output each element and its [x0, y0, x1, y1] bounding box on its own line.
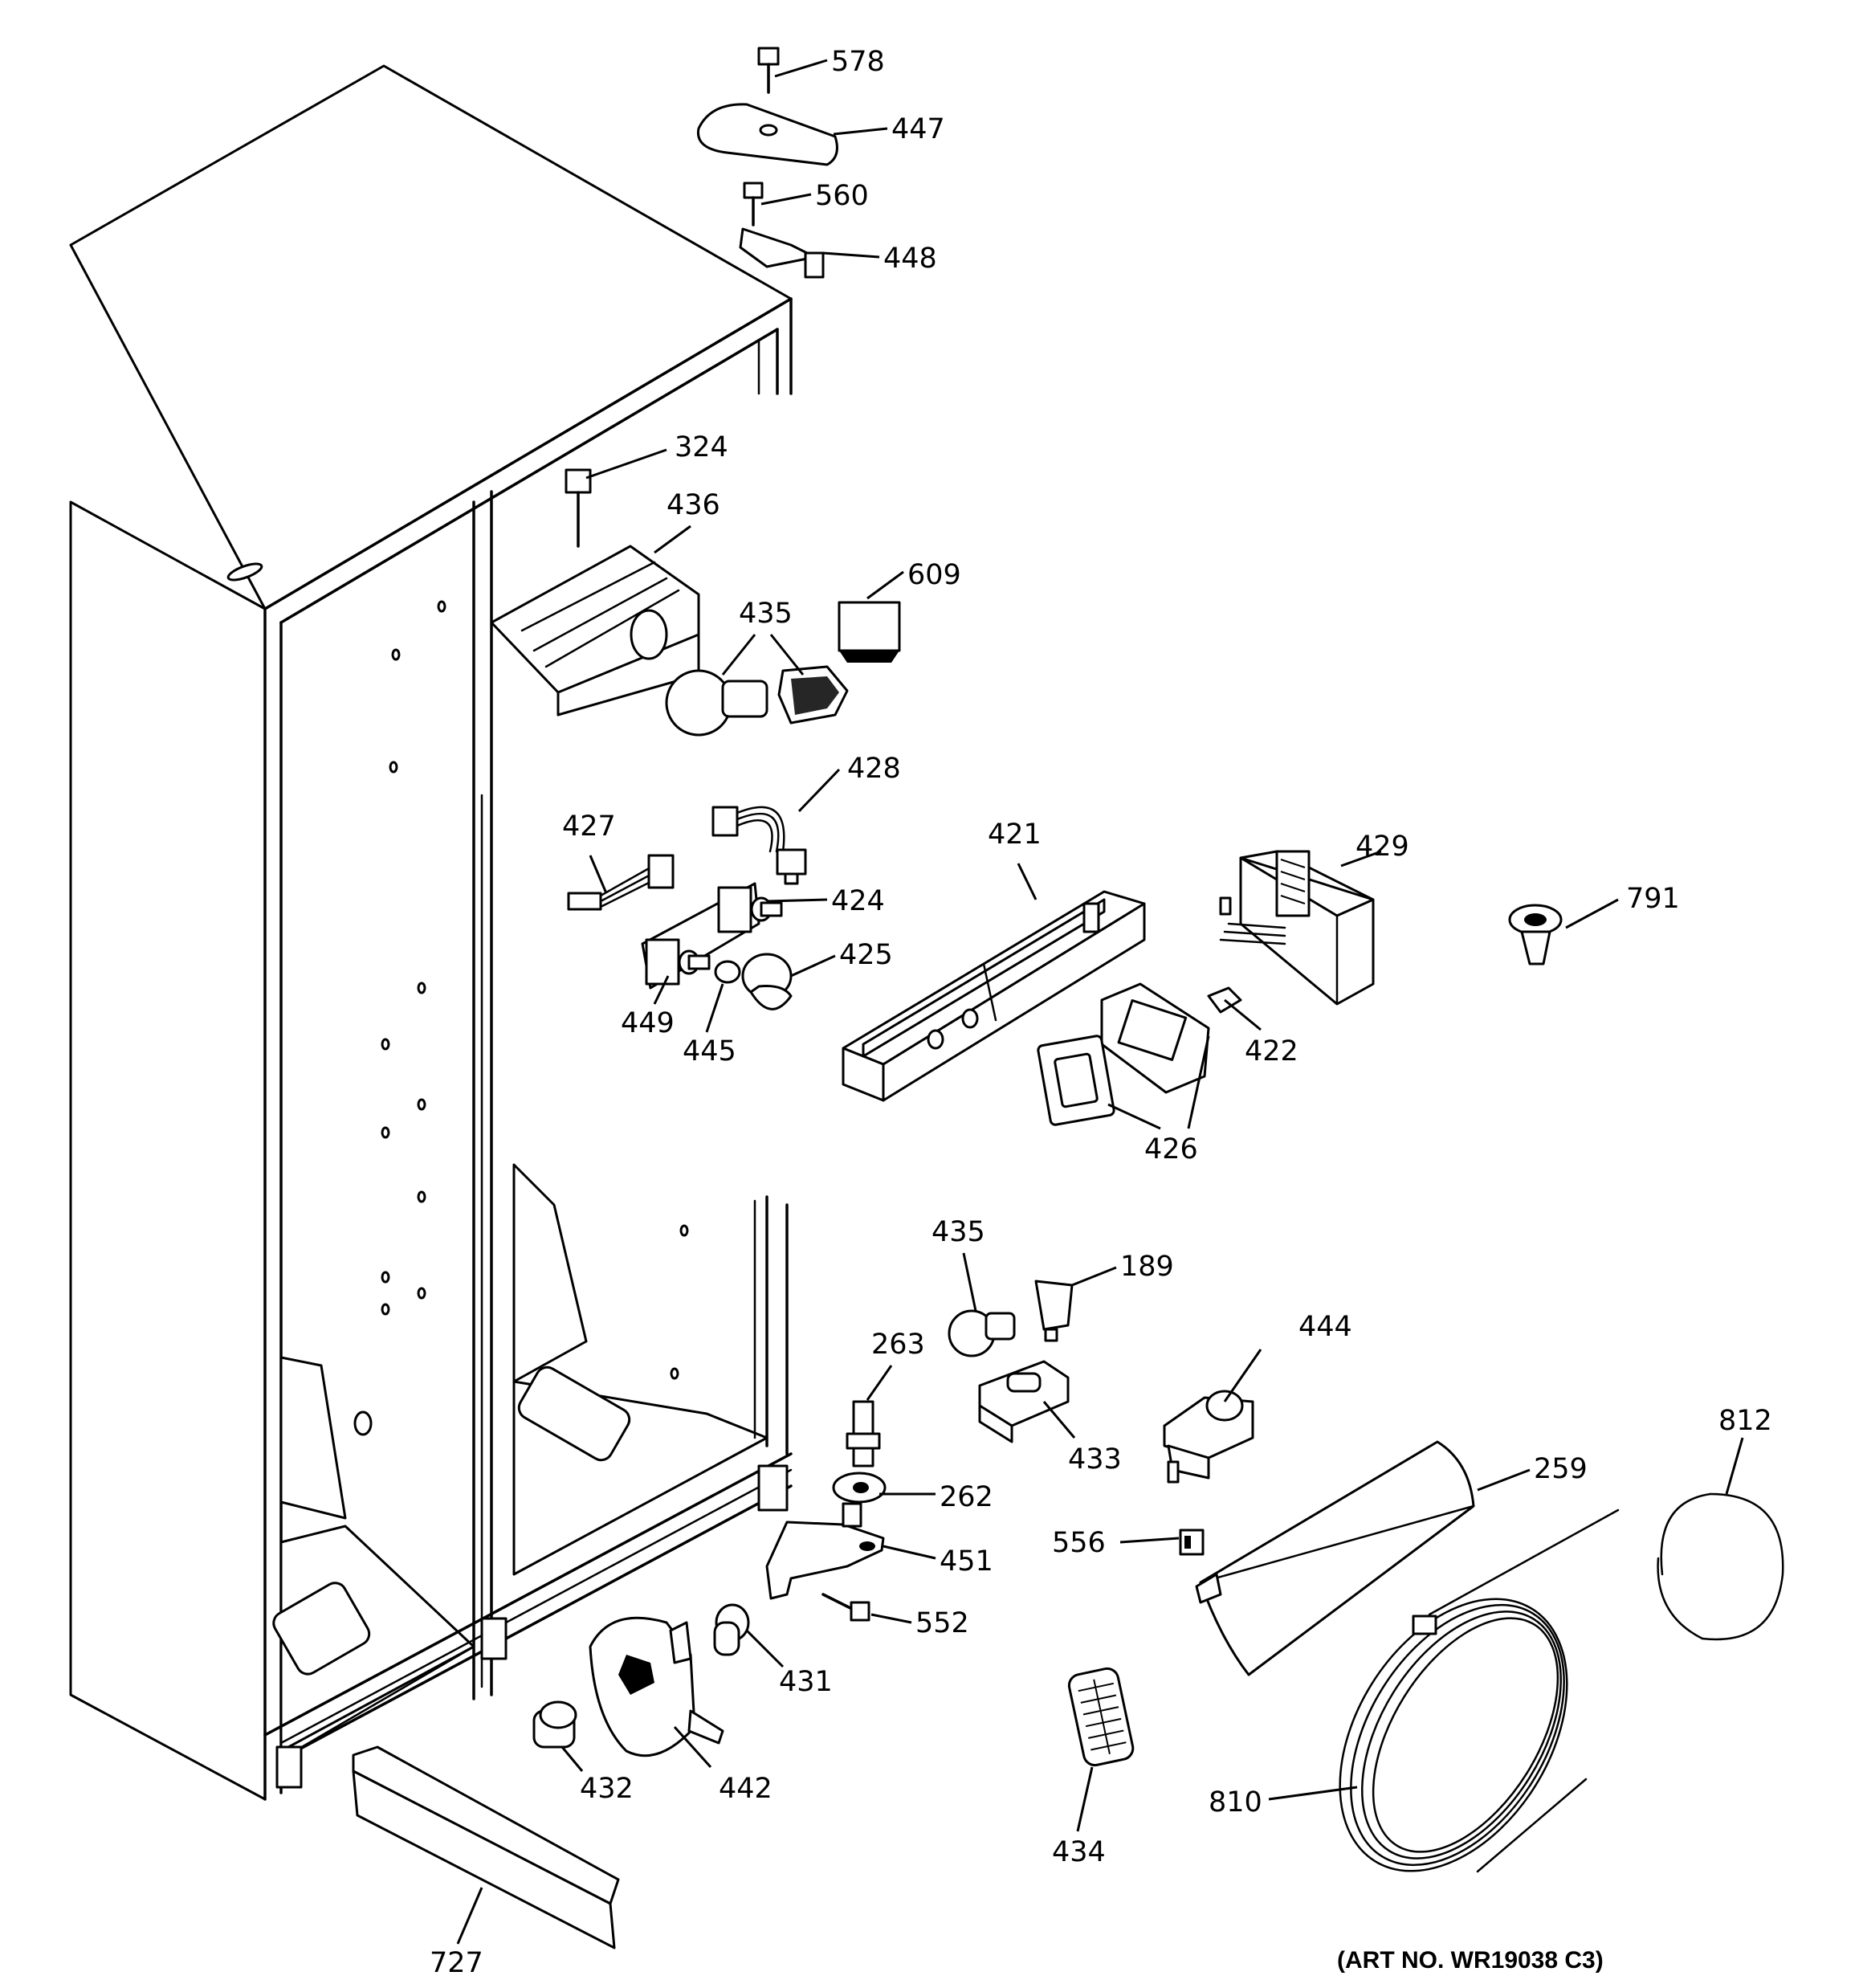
light-shield-436: [490, 545, 700, 716]
top-hinge-448: [739, 227, 825, 279]
callout-434: 434: [1052, 1836, 1106, 1868]
callout-259: 259: [1534, 1453, 1588, 1485]
callout-432: 432: [580, 1773, 634, 1805]
ring-812: [1657, 1492, 1784, 1641]
cover-259: [1195, 1440, 1475, 1676]
bearing-262: [832, 1472, 887, 1504]
thermostat-424: [641, 882, 783, 990]
callout-428: 428: [847, 753, 901, 785]
control-housing-421: [842, 890, 1146, 1102]
lamp-housing-426: [1037, 982, 1210, 1126]
callout-445: 445: [683, 1035, 736, 1067]
socket-189: [1034, 1280, 1074, 1342]
tubing-810: [1339, 1508, 1620, 1873]
base-grille-727: [352, 1745, 620, 1949]
callout-449: 449: [621, 1007, 675, 1039]
callout-324: 324: [675, 431, 728, 463]
callout-431: 431: [779, 1666, 833, 1698]
callout-262: 262: [940, 1481, 993, 1513]
callout-436: 436: [667, 489, 720, 521]
callout-424: 424: [831, 885, 885, 917]
callout-442: 442: [719, 1773, 773, 1805]
socket-444: [1163, 1390, 1254, 1484]
lamp-socket-433: [978, 1360, 1070, 1443]
callout-810: 810: [1209, 1786, 1262, 1819]
plug-791: [1508, 904, 1563, 965]
harness-428: [711, 806, 807, 885]
damper-442: [589, 1616, 724, 1757]
callout-426: 426: [1144, 1133, 1198, 1165]
callout-425: 425: [839, 939, 893, 971]
screw-560: [743, 182, 764, 227]
callout-791: 791: [1626, 883, 1680, 915]
switch-609: [838, 601, 901, 663]
callout-427: 427: [562, 810, 616, 843]
callout-433: 433: [1068, 1443, 1122, 1476]
callout-556: 556: [1052, 1527, 1106, 1559]
cabinet-case: [69, 64, 793, 1801]
callout-444: 444: [1298, 1311, 1352, 1343]
housing-429: [1219, 850, 1375, 1006]
screw-552: [821, 1593, 870, 1622]
spacer-445: [714, 960, 741, 984]
clip-556: [1179, 1529, 1205, 1556]
callout-189: 189: [1120, 1251, 1174, 1283]
switch-263: [846, 1400, 881, 1468]
cap-432: [532, 1700, 577, 1749]
callout-560: 560: [815, 180, 869, 212]
callout-727: 727: [430, 1947, 483, 1979]
callout-422: 422: [1245, 1035, 1298, 1067]
art-number: (ART NO. WR19038 C3): [1337, 1947, 1604, 1974]
bulb-435-bottom: [948, 1309, 1016, 1357]
liner-holes: [226, 562, 689, 1436]
grille-434: [1067, 1667, 1135, 1767]
bottom-hinge-451: [765, 1502, 885, 1600]
callout-263: 263: [871, 1329, 925, 1361]
callout-447: 447: [891, 113, 945, 145]
harness-427: [567, 854, 675, 911]
plug-431: [713, 1603, 750, 1656]
callout-421: 421: [988, 818, 1042, 851]
callout-578: 578: [831, 46, 885, 78]
callout-609: 609: [907, 559, 961, 591]
knob-425: [741, 953, 793, 1010]
bulb-435-top: [665, 665, 849, 737]
callout-451: 451: [940, 1545, 993, 1578]
callout-labels: 578 447 560 448 324 436 609 435 428 427 …: [430, 46, 1772, 1979]
leader-lines: [456, 59, 1744, 1945]
screw-324: [565, 468, 592, 548]
callout-448: 448: [883, 243, 937, 275]
callout-552: 552: [915, 1607, 969, 1639]
callout-435-top: 435: [739, 598, 793, 630]
callout-812: 812: [1718, 1405, 1772, 1437]
screw-578: [757, 47, 780, 94]
callout-435-bottom: 435: [932, 1216, 985, 1248]
callout-429: 429: [1355, 831, 1409, 863]
